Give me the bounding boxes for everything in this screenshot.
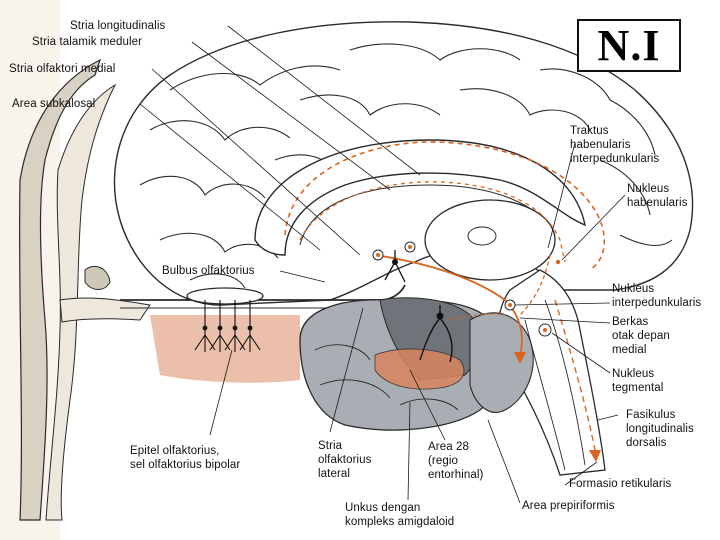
gyri bbox=[139, 43, 673, 289]
olfactory-bulb bbox=[186, 287, 264, 305]
label-fasikulus-line1: Fasikulus bbox=[626, 409, 676, 421]
olfactory-epithelium bbox=[150, 315, 300, 383]
label-area28-line1: Area 28 bbox=[428, 441, 469, 453]
corpus-callosum bbox=[254, 139, 586, 256]
label-nukleus-habenularis-line1: Nukleus bbox=[627, 183, 670, 195]
neuron-bodies bbox=[202, 325, 253, 331]
label-area-prepiriformis: Area prepiriformis bbox=[522, 500, 615, 512]
label-area28-line3: entorhinal) bbox=[428, 469, 484, 481]
badge-ni: N.I bbox=[577, 19, 681, 72]
label-traktus-line1: Traktus bbox=[570, 125, 609, 137]
label-area28-line2: (regio bbox=[428, 455, 459, 467]
stria-longitudinalis-path bbox=[284, 141, 606, 271]
nasal-turbinate bbox=[84, 266, 111, 290]
nasal-bone bbox=[59, 297, 151, 323]
label-fasikulus-line3: dorsalis bbox=[626, 437, 667, 449]
mfb-arrow bbox=[514, 352, 526, 364]
label-epitel-line1: Epitel olfaktorius, bbox=[130, 445, 220, 457]
label-unkus-line1: Unkus dengan bbox=[345, 502, 421, 514]
label-stria-lateral-line2: olfaktorius bbox=[318, 454, 372, 466]
label-stria-lateral-line1: Stria bbox=[318, 440, 343, 452]
label-fasikulus-line2: longitudinalis bbox=[626, 423, 694, 435]
entorhinal-salmon bbox=[374, 348, 465, 390]
label-nukleus-tegmental-line2: tegmental bbox=[612, 382, 664, 394]
label-stria-olfaktori-medial: Stria olfaktori medial bbox=[9, 63, 116, 75]
label-stria-longitudinalis: Stria longitudinalis bbox=[70, 20, 166, 32]
label-nukleus-habenularis-line2: habenularis bbox=[627, 197, 688, 209]
septal-dots bbox=[376, 245, 561, 332]
label-bulbus-olfaktorius: Bulbus olfaktorius bbox=[162, 265, 255, 277]
bipolar-neurons bbox=[194, 300, 261, 352]
label-nukleus-interped-line2: interpedunkularis bbox=[612, 297, 702, 309]
fasikulus-arrow bbox=[589, 450, 601, 462]
label-nukleus-tegmental-line1: Nukleus bbox=[612, 368, 655, 380]
label-berkas-line2: otak depan bbox=[612, 330, 670, 342]
amygdala-neuron-body bbox=[436, 312, 444, 320]
temporal-sulci bbox=[314, 344, 459, 411]
label-traktus-line3: interpedunkularis bbox=[570, 153, 660, 165]
label-area-subkalosal: Area subkalosal bbox=[12, 98, 96, 110]
skull-inner bbox=[45, 83, 117, 521]
skull-bone bbox=[18, 58, 102, 521]
label-traktus-line2: habenularis bbox=[570, 139, 631, 151]
label-berkas-line1: Berkas bbox=[612, 316, 649, 328]
pointer-lines bbox=[139, 25, 626, 504]
label-stria-talamik-meduler: Stria talamik meduler bbox=[32, 36, 143, 48]
label-formasio-retikularis: Formasio retikularis bbox=[569, 478, 672, 490]
label-epitel-line2: sel olfaktorius bipolar bbox=[130, 459, 241, 471]
label-berkas-line3: medial bbox=[612, 344, 647, 356]
brainstem-lines bbox=[524, 299, 586, 471]
label-stria-lateral-line3: lateral bbox=[318, 468, 351, 480]
thalamus bbox=[424, 199, 556, 281]
thalamus-inner bbox=[467, 226, 497, 246]
medial-forebrain-bundle bbox=[374, 254, 523, 356]
habenular-tract bbox=[519, 254, 551, 316]
label-unkus-line2: kompleks amigdaloid bbox=[345, 516, 455, 528]
label-nukleus-interped-line1: Nukleus bbox=[612, 283, 655, 295]
septal-neuron-body bbox=[392, 259, 398, 265]
